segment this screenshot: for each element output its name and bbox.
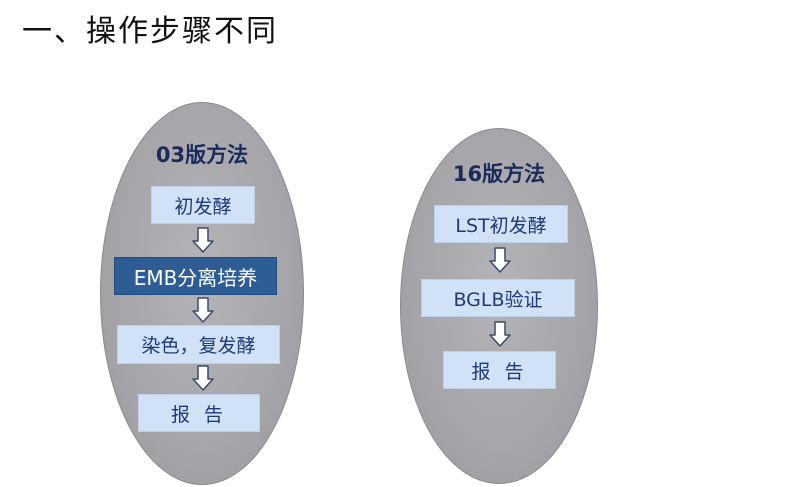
method-03-title: 03版方法 [155,143,249,167]
method-16-step-report: 报 告 [443,351,556,389]
down-arrow-icon [192,227,214,253]
method-03-step-report: 报 告 [138,394,260,432]
method-03-step-staining-refermentation: 染色，复发酵 [117,325,280,364]
method-03-step-emb-isolation: EMB分离培养 [114,257,277,295]
method-16-step-lst-fermentation: LST初发酵 [434,205,568,243]
down-arrow-icon [192,365,214,391]
method-03-step-initial-fermentation: 初发酵 [151,186,255,224]
slide-title: 一、操作步骤不同 [22,14,278,49]
method-16-title: 16版方法 [452,162,546,186]
down-arrow-icon [489,247,511,273]
down-arrow-icon [489,321,511,347]
down-arrow-icon [192,297,214,323]
method-16-step-bglb-confirmation: BGLB验证 [421,279,575,317]
